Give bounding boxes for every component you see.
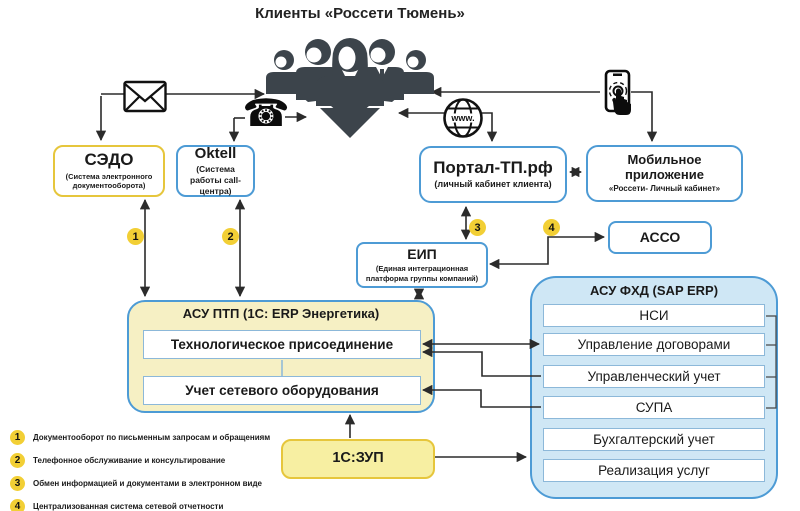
eip-box: ЕИП (Единая интеграционная платформа гру… (356, 242, 488, 288)
asu-ptp-title: АСУ ПТП (1С: ERP Энергетика) (182, 306, 380, 321)
module-nsi: НСИ (543, 304, 765, 327)
clients-crowd-icon (266, 38, 434, 138)
eip-subtitle: (Единая интеграционная платформа группы … (365, 264, 479, 283)
legend-badge-2: 2 (10, 453, 25, 468)
legend-text-4: Централизованная система сетевой отчетно… (33, 502, 224, 511)
sedo-title: СЭДО (84, 150, 134, 170)
module-bookkeeping: Бухгалтерский учет (543, 428, 765, 451)
callout-2: 2 (222, 228, 239, 245)
legend: 1 Документооборот по письменным запросам… (10, 430, 270, 511)
mobile-app-subtitle: «Россети- Личный кабинет» (608, 183, 721, 193)
legend-text-2: Телефонное обслуживание и консультирован… (33, 456, 226, 465)
asso-box: АССО (608, 221, 712, 254)
sedo-subtitle: (Система электронного документооборота) (65, 171, 153, 191)
module-tech-connection: Технологическое присоединение (143, 330, 421, 359)
callout-1: 1 (127, 228, 144, 245)
svg-text:www.: www. (450, 113, 474, 123)
mobile-touch-icon (604, 69, 631, 115)
portal-subtitle: (личный кабинет клиента) (434, 178, 552, 189)
legend-item: 1 Документооборот по письменным запросам… (10, 430, 270, 445)
zup-box: 1С:ЗУП (281, 439, 435, 479)
legend-item: 3 Обмен информацией и документами в элек… (10, 476, 270, 491)
callout-3: 3 (469, 219, 486, 236)
asso-title: АССО (639, 228, 681, 245)
oktell-subtitle: (Система работы call-центра) (190, 164, 241, 196)
portal-box: Портал-ТП.рф (личный кабинет клиента) (419, 146, 567, 203)
module-contract-management: Управление договорами (543, 333, 765, 356)
legend-item: 2 Телефонное обслуживание и консультиров… (10, 453, 270, 468)
phone-icon: ☎ (242, 91, 290, 135)
legend-badge-1: 1 (10, 430, 25, 445)
callout-4: 4 (543, 219, 560, 236)
module-network-equipment: Учет сетевого оборудования (143, 376, 421, 405)
mobile-app-title: Мобильное приложение (625, 152, 704, 182)
module-supa: СУПА (543, 396, 765, 419)
oktell-box: Oktell (Система работы call-центра) (176, 145, 255, 197)
legend-badge-3: 3 (10, 476, 25, 491)
asu-fhd-title: АСУ ФХД (SAP ERP) (589, 283, 719, 298)
zup-title: 1С:ЗУП (332, 450, 384, 467)
module-management-accounting: Управленческий учет (543, 365, 765, 388)
oktell-title: Oktell (194, 144, 237, 162)
module-services-realization: Реализация услуг (543, 459, 765, 482)
legend-badge-4: 4 (10, 499, 25, 511)
legend-text-3: Обмен информацией и документами в электр… (33, 479, 262, 488)
sedo-box: СЭДО (Система электронного документообор… (53, 145, 165, 197)
legend-item: 4 Централизованная система сетевой отчет… (10, 499, 270, 511)
eip-title: ЕИП (407, 245, 437, 262)
envelope-icon (123, 80, 167, 113)
legend-text-1: Документооборот по письменным запросам и… (33, 433, 271, 442)
page-title: Клиенты «Россети Тюмень» (255, 5, 465, 22)
globe-www-icon: www. (443, 98, 483, 138)
portal-title: Портал-ТП.рф (433, 158, 553, 178)
mobile-app-box: Мобильное приложение «Россети- Личный ка… (586, 145, 743, 202)
